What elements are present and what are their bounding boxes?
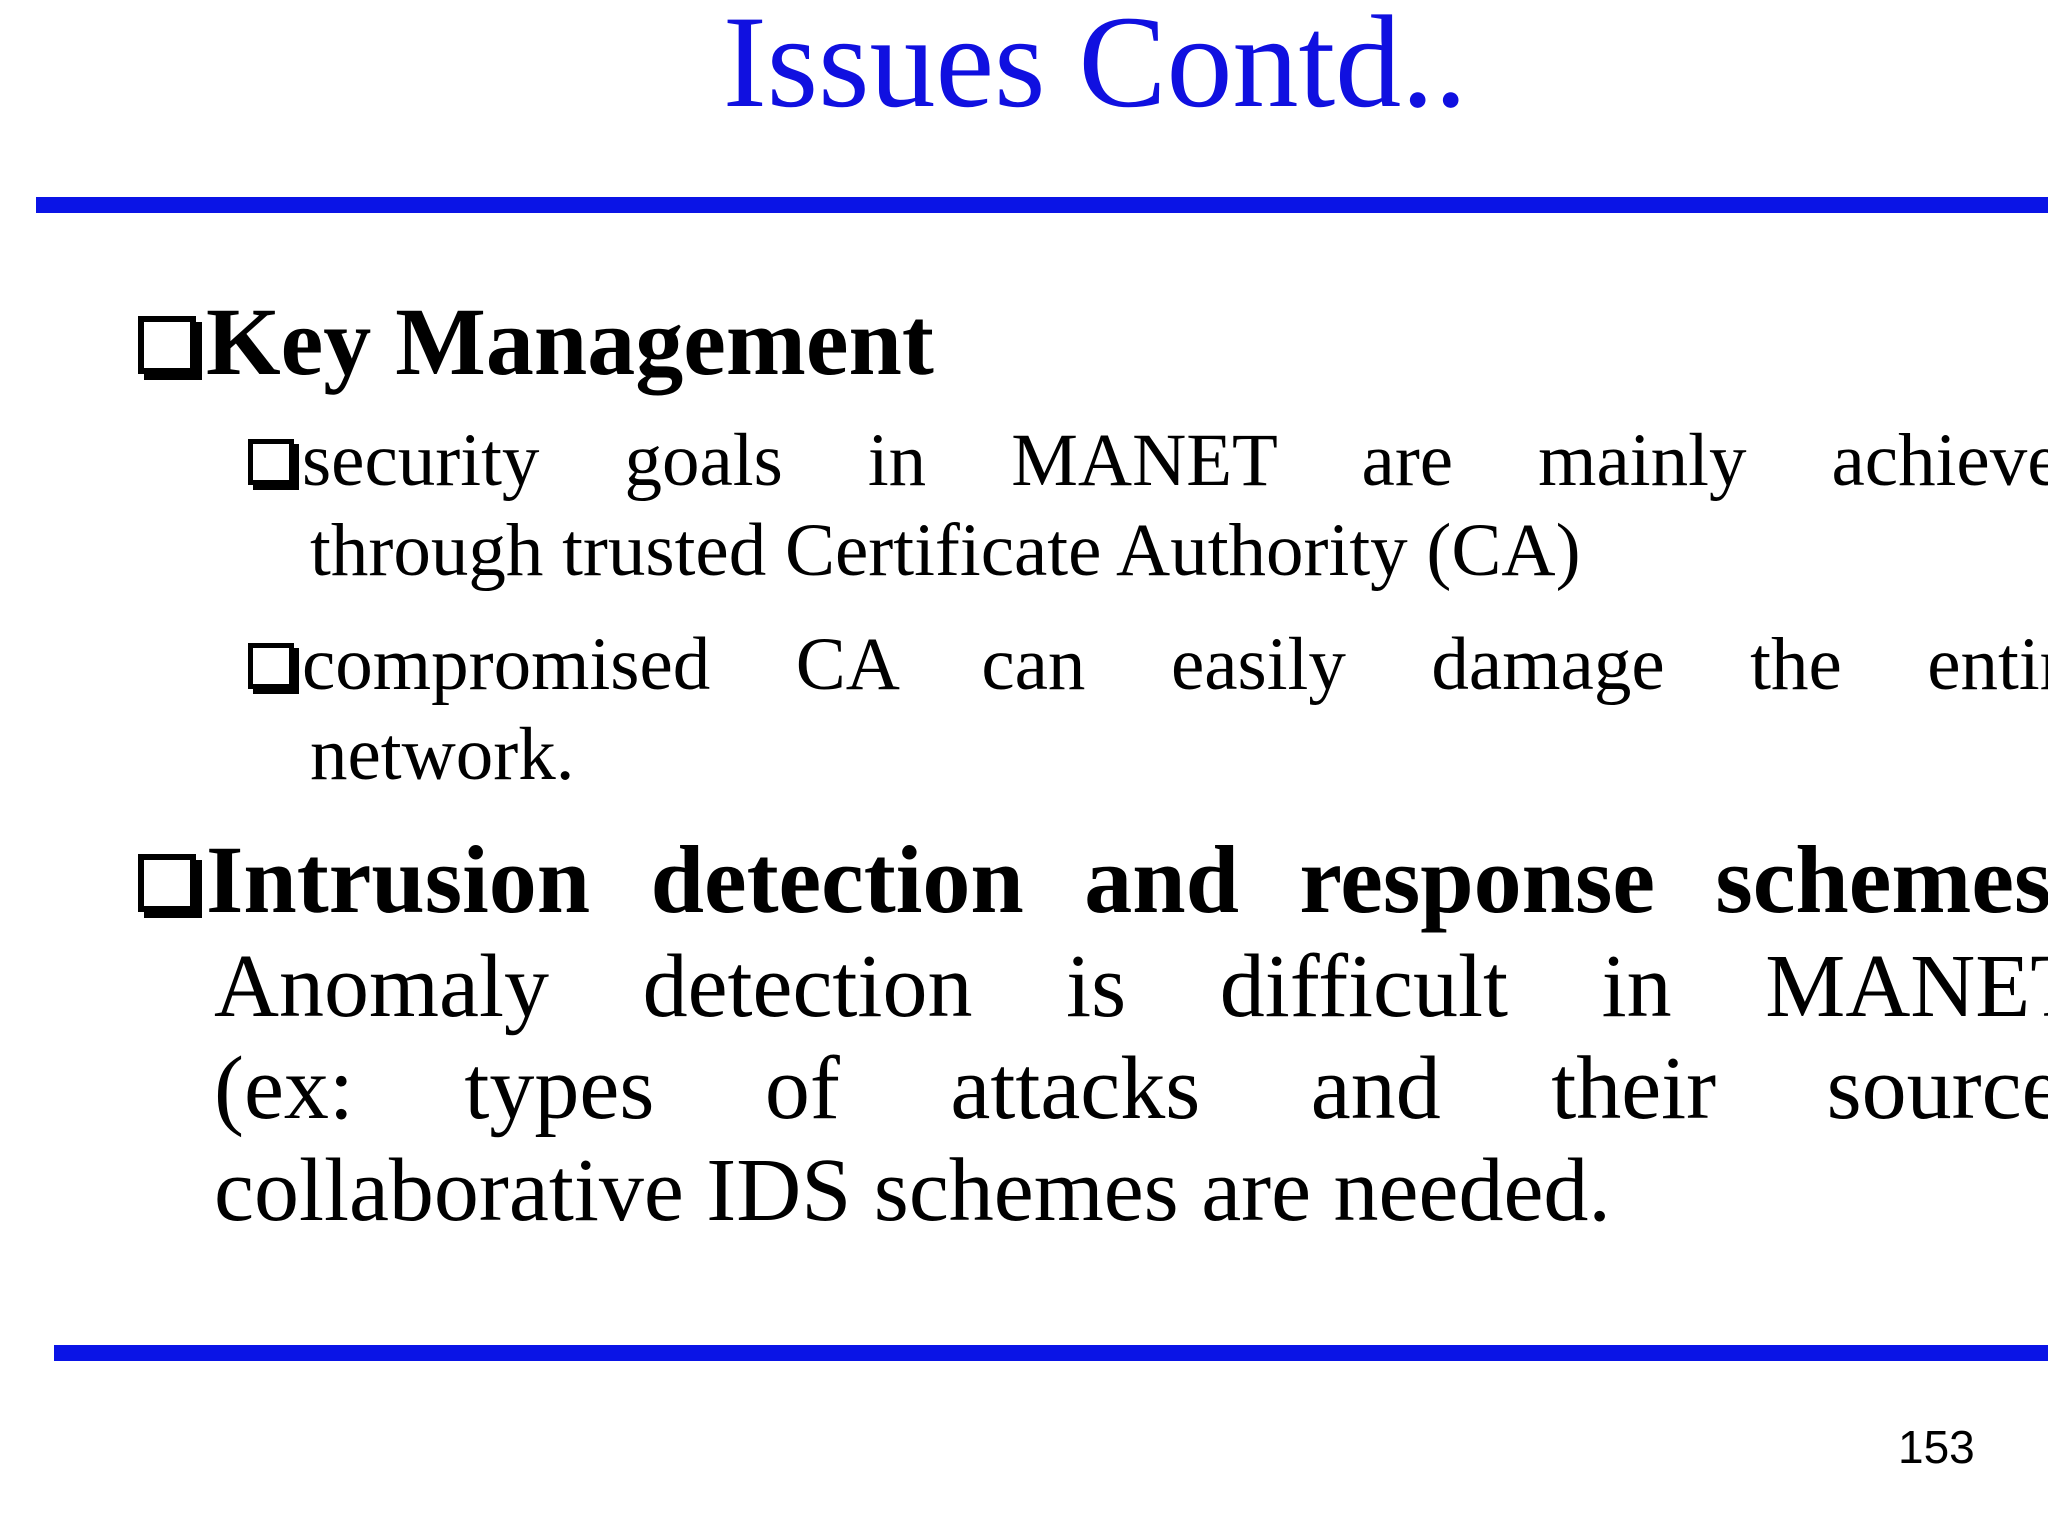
hollow-square-icon — [138, 316, 196, 374]
intrusion-body: Anomaly detection is difficult in MANETs… — [214, 936, 2048, 1242]
bottom-divider — [54, 1345, 2048, 1361]
sub-item-line: security goals in MANET are mainly achie… — [248, 416, 2048, 506]
hollow-square-icon — [248, 643, 294, 689]
sub-item-line: through trusted Certificate Authority (C… — [310, 509, 1581, 592]
sub-item-security-goals: security goals in MANET are mainly achie… — [248, 416, 2048, 596]
sub-item-line: compromised CA can easily damage the ent… — [248, 620, 2048, 710]
intrusion-heading: Intrusion detection and response schemes — [206, 826, 2048, 933]
body-line: Anomaly detection is difficult in MANETs — [214, 937, 2048, 1036]
key-management-heading: Key Management — [206, 288, 934, 395]
slide-title: Issues Contd.. — [722, 0, 1468, 135]
hollow-square-icon — [248, 439, 294, 485]
page-number: 153 — [1898, 1421, 1975, 1473]
intrusion-heading-line: Intrusion detection and response schemes… — [138, 828, 2048, 932]
top-divider — [36, 197, 2048, 213]
sub-item-compromised-ca: compromised CA can easily damage the ent… — [248, 620, 2048, 800]
sub-item-line: network. — [310, 713, 575, 796]
bullet-key-management: Key Management — [138, 290, 2048, 394]
sub-item-text: compromised CA can easily damage the ent… — [302, 623, 2048, 706]
sub-item-text: security goals in MANET are mainly achie… — [302, 419, 2048, 502]
bullet-intrusion-detection: Intrusion detection and response schemes… — [138, 828, 2048, 932]
hollow-square-icon — [138, 854, 196, 912]
body-line: (ex: types of attacks and their source). — [214, 1039, 2048, 1138]
body-line: collaborative IDS schemes are needed. — [214, 1141, 1611, 1240]
